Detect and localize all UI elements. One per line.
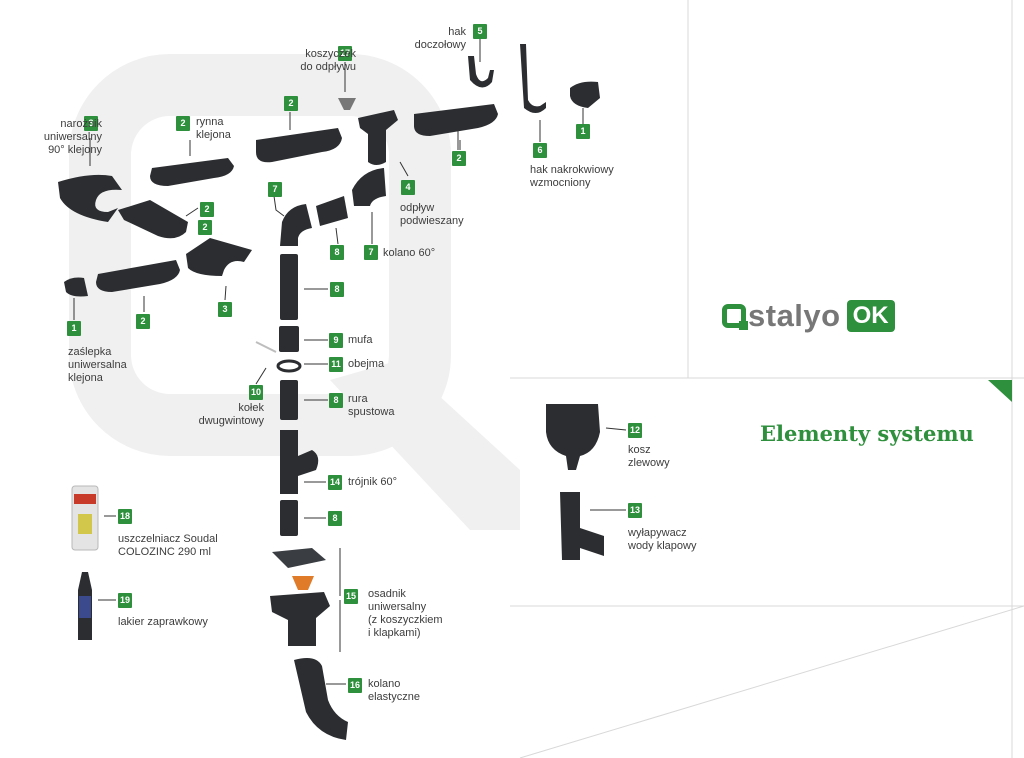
part-badge-2: 2 bbox=[176, 116, 190, 131]
brand-logo: stalyo OK bbox=[722, 298, 895, 334]
corner-accent bbox=[988, 380, 1012, 402]
part-badge-11: 11 bbox=[329, 357, 343, 372]
part-badge-4: 4 bbox=[401, 180, 415, 195]
bolt-icon bbox=[255, 341, 277, 353]
gutter-parts bbox=[58, 44, 604, 740]
part-badge-13: 13 bbox=[628, 503, 642, 518]
part-badge-8-extra: 8 bbox=[328, 511, 342, 526]
watermark-q-icon bbox=[69, 54, 451, 456]
page-grid-lines bbox=[510, 0, 1024, 758]
watermark-q-tail bbox=[330, 360, 520, 530]
part-badge-8: 8 bbox=[329, 393, 343, 408]
part-label-11: obejma bbox=[348, 358, 385, 370]
part-badge-2-extra: 2 bbox=[284, 96, 298, 111]
part-badge-2-extra: 2 bbox=[200, 202, 214, 217]
strainer-icon bbox=[338, 98, 356, 110]
part-badge-2-extra: 2 bbox=[136, 314, 150, 329]
part-badge-19: 19 bbox=[118, 593, 132, 608]
sealant-tube-icon bbox=[71, 485, 99, 551]
part-badge-1: 1 bbox=[67, 321, 81, 336]
part-badge-3-extra: 3 bbox=[218, 302, 232, 317]
part-badge-16: 16 bbox=[348, 678, 362, 693]
part-badge-2-extra: 2 bbox=[198, 220, 212, 235]
part-label-19: lakier zaprawkowy bbox=[118, 616, 208, 628]
part-badge-18: 18 bbox=[118, 509, 132, 524]
part-badge-1-extra: 1 bbox=[576, 124, 590, 139]
logo-ok-badge: OK bbox=[846, 300, 895, 332]
part-badge-5: 5 bbox=[473, 24, 487, 39]
part-label-7: kolano 60° bbox=[383, 247, 436, 259]
paint-bottle-icon bbox=[78, 572, 92, 640]
logo-q-icon bbox=[722, 304, 748, 330]
part-badge-3: 3 bbox=[84, 116, 98, 131]
part-badge-8-extra: 8 bbox=[330, 245, 344, 260]
part-badge-6: 6 bbox=[533, 143, 547, 158]
part-badge-7-extra: 7 bbox=[268, 182, 282, 197]
part-badge-2-extra: 2 bbox=[452, 151, 466, 166]
part-badge-12: 12 bbox=[628, 423, 642, 438]
part-badge-14: 14 bbox=[328, 475, 342, 490]
part-badge-15: 15 bbox=[344, 589, 358, 604]
part-badge-10: 10 bbox=[249, 385, 263, 400]
part-badge-9: 9 bbox=[329, 333, 343, 348]
part-badge-8-extra: 8 bbox=[330, 282, 344, 297]
leader-lines bbox=[73, 38, 627, 685]
section-title: Elementy systemu bbox=[760, 421, 974, 446]
part-label-14: trójnik 60° bbox=[348, 476, 398, 488]
logo-word: stalyo bbox=[748, 298, 841, 333]
part-badge-17: 17 bbox=[338, 46, 352, 61]
part-label-9: mufa bbox=[348, 334, 373, 346]
basket-orange bbox=[292, 576, 314, 590]
part-badge-7: 7 bbox=[364, 245, 378, 260]
